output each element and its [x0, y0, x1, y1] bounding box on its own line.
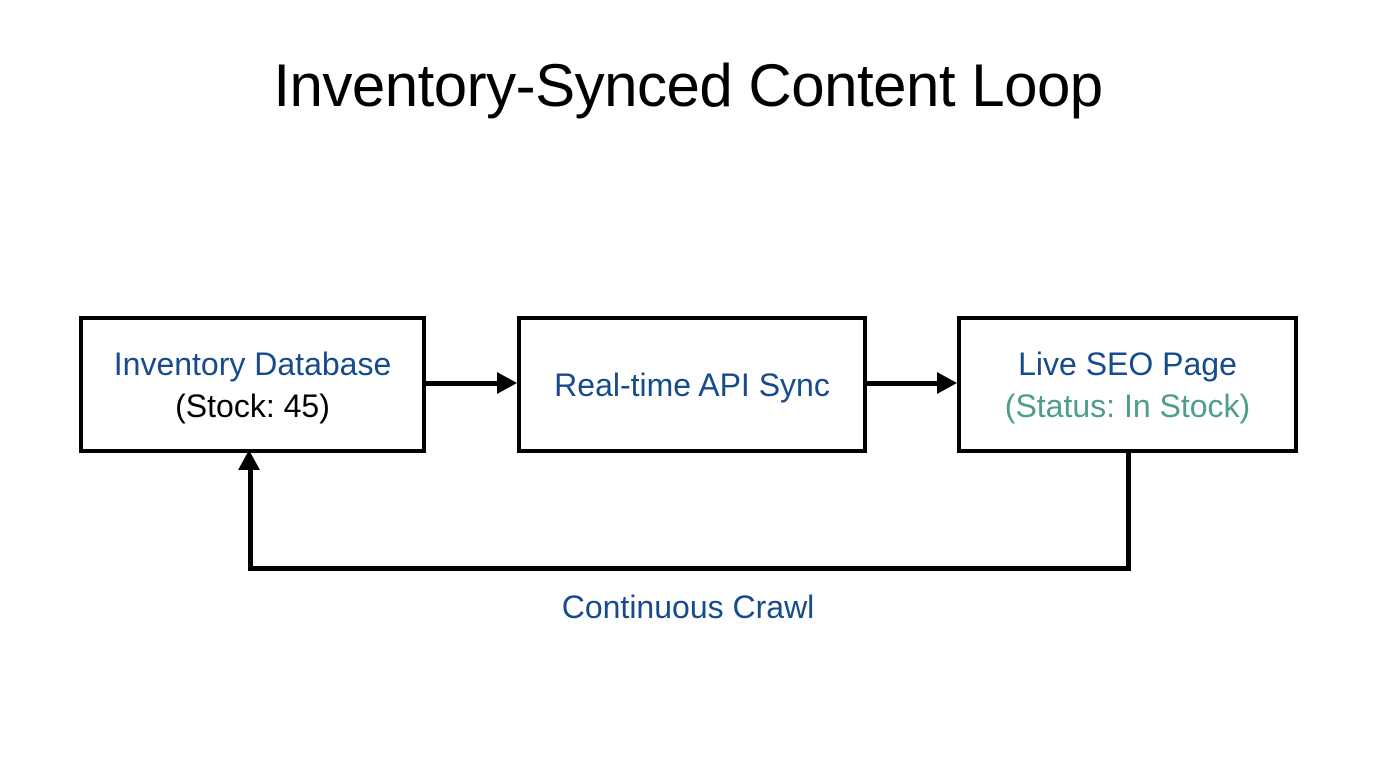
- node-inventory-database[interactable]: Inventory Database (Stock: 45): [79, 316, 426, 453]
- edge-db-to-sync-line: [425, 381, 500, 386]
- edge-feedback-label: Continuous Crawl: [561, 589, 815, 625]
- page-title: Inventory-Synced Content Loop: [273, 52, 1103, 119]
- edge-feedback-segment-bottom: [250, 566, 1131, 571]
- node-seo-page-label: Live SEO Page: [1018, 345, 1237, 382]
- node-inventory-database-detail: (Stock: 45): [175, 387, 330, 424]
- edge-feedback-segment-up: [248, 462, 253, 571]
- node-seo-page[interactable]: Live SEO Page (Status: In Stock): [957, 316, 1298, 453]
- edge-db-to-sync-arrowhead-icon: [497, 372, 517, 394]
- edge-sync-to-seo-arrowhead-icon: [937, 372, 957, 394]
- edge-feedback-segment-down: [1126, 452, 1131, 571]
- node-api-sync[interactable]: Real-time API Sync: [517, 316, 867, 453]
- node-seo-page-status: (Status: In Stock): [1004, 387, 1251, 424]
- edge-feedback-arrowhead-icon: [238, 450, 260, 470]
- node-inventory-database-label: Inventory Database: [113, 345, 392, 382]
- edge-sync-to-seo-line: [866, 381, 940, 386]
- node-api-sync-label: Real-time API Sync: [554, 366, 830, 403]
